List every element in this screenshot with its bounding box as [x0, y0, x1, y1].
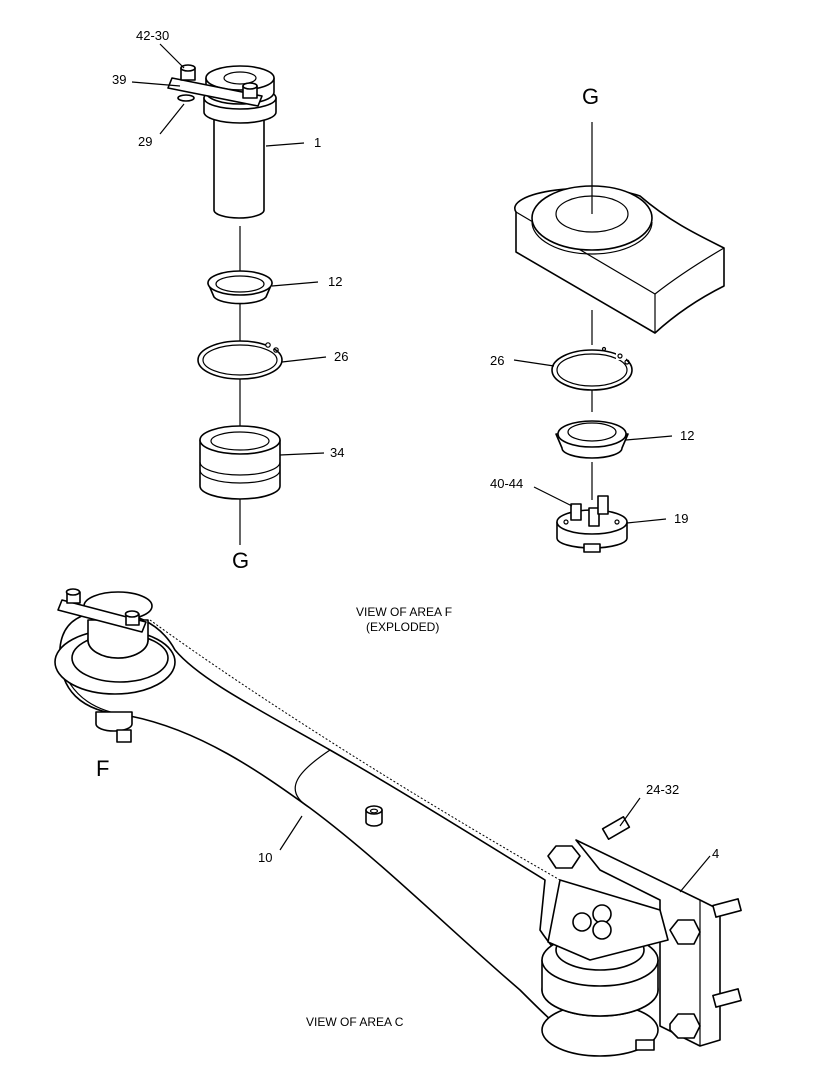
- callout-10: 10: [258, 850, 272, 865]
- bushing: [199, 425, 281, 500]
- callout-26-right: 26: [490, 353, 504, 368]
- callout-12-right: 12: [680, 428, 694, 443]
- mount-bracket: [541, 816, 742, 1057]
- leader-lines: [131, 43, 711, 893]
- pin-assembly: [167, 64, 277, 219]
- callout-12-left: 12: [328, 274, 342, 289]
- link-arm: [54, 588, 641, 1041]
- callout-1: 1: [314, 135, 321, 150]
- callout-24-32: 24-32: [646, 782, 679, 797]
- callout-26-left: 26: [334, 349, 348, 364]
- callout-19: 19: [674, 511, 688, 526]
- snap-ring-right: [551, 346, 633, 391]
- callout-39: 39: [112, 72, 126, 87]
- callout-42-30: 42-30: [136, 28, 169, 43]
- callout-34: 34: [330, 445, 344, 460]
- callout-29: 29: [138, 134, 152, 149]
- link-end-housing: [513, 185, 725, 334]
- bearing-cup-right: [555, 420, 629, 459]
- view-letter-g-top: G: [582, 84, 599, 109]
- bearing-cup-left: [207, 270, 273, 305]
- callout-4: 4: [712, 846, 719, 861]
- callout-40-44: 40-44: [490, 476, 523, 491]
- retainer-plate: [556, 495, 628, 553]
- snap-ring-left: [197, 340, 283, 380]
- caption-area-c: VIEW OF AREA C: [306, 1015, 404, 1029]
- caption-area-f-exploded: (EXPLODED): [366, 620, 439, 634]
- view-letter-f: F: [96, 756, 109, 781]
- view-letter-g-bottom: G: [232, 548, 249, 573]
- caption-area-f: VIEW OF AREA F: [356, 605, 452, 619]
